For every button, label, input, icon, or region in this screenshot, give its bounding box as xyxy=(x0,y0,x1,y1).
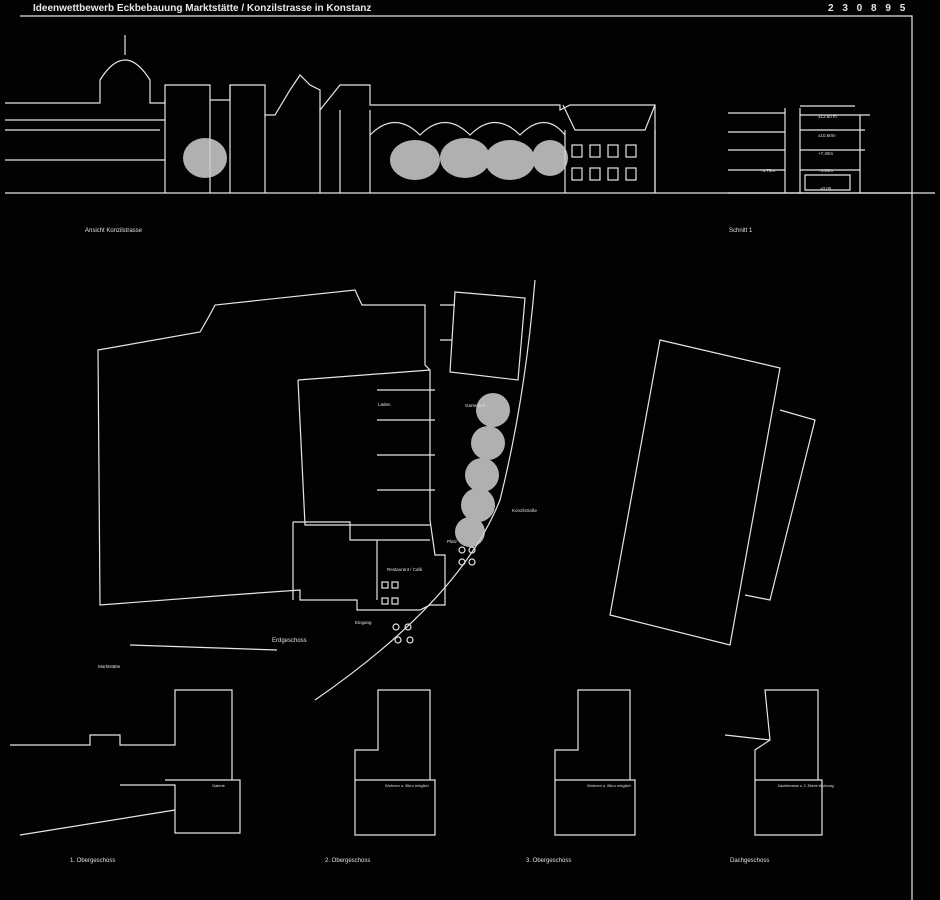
floor-label: 2. Obergeschoss xyxy=(325,858,370,864)
room-label: Eingang xyxy=(355,620,372,625)
room-label: Restaurant / Café xyxy=(387,567,423,572)
level-label: +4.20m xyxy=(818,168,833,173)
level-label: ±0.00 xyxy=(820,186,832,191)
room-label: Dachterrasse o. 2. Ebene Wohnung xyxy=(778,784,834,788)
room-label: Wohnen o. Büro möglich xyxy=(385,783,429,788)
floor-label: Dachgeschoss xyxy=(730,858,769,864)
upper-floor-plans: 1. Obergeschoss 2. Obergeschoss 3. Oberg… xyxy=(10,689,834,864)
level-label: ±10.60m xyxy=(818,133,836,138)
level-label: ±13.80 m xyxy=(818,114,837,119)
street-label: Marktstätte xyxy=(98,664,121,669)
room-label: Wohnen o. Büro möglich xyxy=(587,783,631,788)
room-label: Läden xyxy=(378,402,391,407)
room-label: Gartenhof xyxy=(465,403,486,408)
elevation-label: Ansicht Konzilstrasse xyxy=(85,228,143,234)
sheet-title: Ideenwettbewerb Eckbebauung Marktstätte … xyxy=(33,3,372,14)
floor-label: 3. Obergeschoss xyxy=(526,858,571,864)
room-label: Platz xyxy=(447,539,458,544)
level-label: +7.40m xyxy=(818,151,833,156)
room-label: Galerie xyxy=(212,783,226,788)
sheet-frame xyxy=(20,15,913,900)
street-label: Konzilstraße xyxy=(512,508,538,513)
level-label: +4.73m xyxy=(760,168,775,173)
ground-floor-label: Erdgeschoss xyxy=(272,638,307,644)
section-1: ±13.80 m ±10.60m +7.40m +4.20m ±0.00 +4.… xyxy=(728,105,912,234)
ground-floor-plan: Läden Gartenhof Restaurant / Café Eingan… xyxy=(97,279,816,701)
section-label: Schnitt 1 xyxy=(729,228,753,234)
entry-code: 2 3 0 8 9 5 xyxy=(828,3,909,14)
floor-label: 1. Obergeschoss xyxy=(70,858,115,864)
elevation-konzilstrasse: Ansicht Konzilstrasse xyxy=(5,35,935,234)
